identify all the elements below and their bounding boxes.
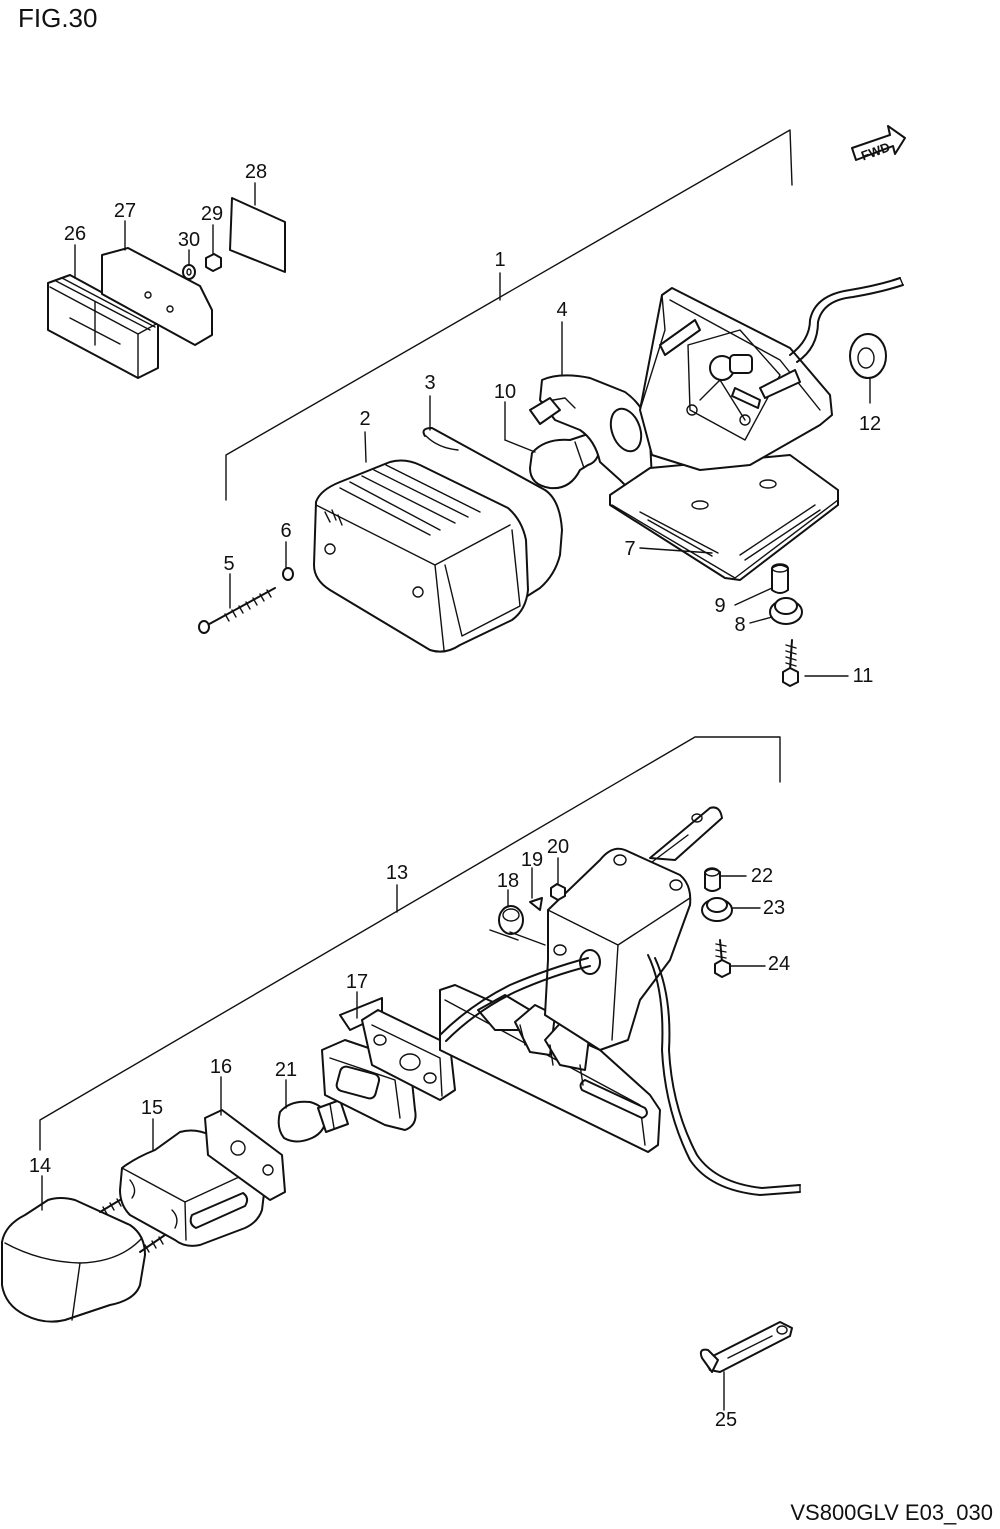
part-26-lens bbox=[47, 274, 159, 379]
part-7-upper-body bbox=[639, 287, 833, 471]
callout-28: 28 bbox=[245, 161, 267, 183]
part-6-washer bbox=[282, 567, 294, 581]
callout-11: 11 bbox=[853, 665, 874, 687]
callout-25: 25 bbox=[715, 1409, 737, 1431]
callout-20: 20 bbox=[547, 836, 569, 858]
callout-29: 29 bbox=[201, 203, 223, 225]
part-29-nut bbox=[205, 253, 222, 272]
callout-12: 12 bbox=[859, 413, 881, 435]
part-18-nut bbox=[489, 905, 546, 946]
assembly-bracket-lower bbox=[39, 736, 781, 1151]
part-14-screws bbox=[99, 1198, 166, 1253]
callout-13: 13 bbox=[386, 862, 408, 884]
callout-14: 14 bbox=[29, 1155, 51, 1177]
part-7-housing bbox=[609, 454, 839, 581]
callout-5: 5 bbox=[223, 553, 234, 575]
part-23-grommet bbox=[701, 897, 733, 922]
figure-title: FIG.30 bbox=[18, 3, 97, 33]
callout-8: 8 bbox=[734, 614, 745, 636]
callout-17: 17 bbox=[346, 971, 368, 993]
part-4-socket bbox=[529, 374, 653, 501]
callout-22: 22 bbox=[751, 865, 773, 887]
drawing-code: VS800GLV E03_030 bbox=[790, 1500, 993, 1525]
part-30-washer bbox=[182, 264, 196, 280]
license-plate-bracket bbox=[439, 806, 723, 1153]
callout-26: 26 bbox=[64, 223, 86, 245]
part-9-collar bbox=[771, 563, 789, 594]
callout-18: 18 bbox=[497, 870, 519, 892]
part-11-bolt bbox=[782, 639, 799, 687]
callout-30: 30 bbox=[178, 229, 200, 251]
fwd-arrow-icon: FWD bbox=[851, 125, 906, 164]
callout-16: 16 bbox=[210, 1056, 232, 1078]
part-14-lens bbox=[1, 1197, 146, 1323]
callout-1: 1 bbox=[494, 249, 505, 271]
callout-7: 7 bbox=[624, 538, 635, 560]
callout-3: 3 bbox=[424, 372, 435, 394]
part-10-bulb bbox=[529, 432, 601, 490]
part-19-washer bbox=[529, 897, 543, 911]
callout-6: 6 bbox=[280, 520, 291, 542]
callout-24: 24 bbox=[768, 953, 790, 975]
part-5-screw bbox=[198, 587, 276, 634]
callout-15: 15 bbox=[141, 1097, 163, 1119]
part-16-gasket bbox=[204, 1109, 286, 1201]
assembly-bracket-upper bbox=[225, 129, 793, 501]
part-20-nut bbox=[550, 883, 566, 901]
callout-23: 23 bbox=[763, 897, 785, 919]
leader-lines bbox=[41, 182, 871, 1411]
part-24-bolt bbox=[714, 939, 731, 978]
part-2-tail-lens bbox=[313, 459, 529, 653]
callout-9: 9 bbox=[714, 595, 725, 617]
part-12-grommet bbox=[849, 333, 887, 379]
callout-labels: 1 2 3 4 5 6 7 8 9 10 11 12 13 14 15 16 1… bbox=[29, 161, 881, 1431]
part-17-socket bbox=[321, 997, 456, 1131]
part-25-clamp bbox=[699, 1321, 793, 1373]
callout-21: 21 bbox=[275, 1059, 297, 1081]
part-28-plate bbox=[229, 197, 286, 273]
part-3-gasket bbox=[422, 427, 563, 621]
callout-4: 4 bbox=[556, 299, 567, 321]
wire-harness-lower bbox=[439, 954, 801, 1196]
callout-2: 2 bbox=[359, 408, 370, 430]
part-21-bulb bbox=[277, 1099, 349, 1143]
callout-10: 10 bbox=[494, 381, 516, 403]
part-22-collar bbox=[704, 867, 721, 892]
wire-harness-upper bbox=[789, 277, 904, 363]
callout-19: 19 bbox=[521, 849, 543, 871]
part-27-gasket bbox=[101, 247, 213, 346]
part-8-grommet bbox=[769, 597, 803, 625]
callout-27: 27 bbox=[114, 200, 136, 222]
